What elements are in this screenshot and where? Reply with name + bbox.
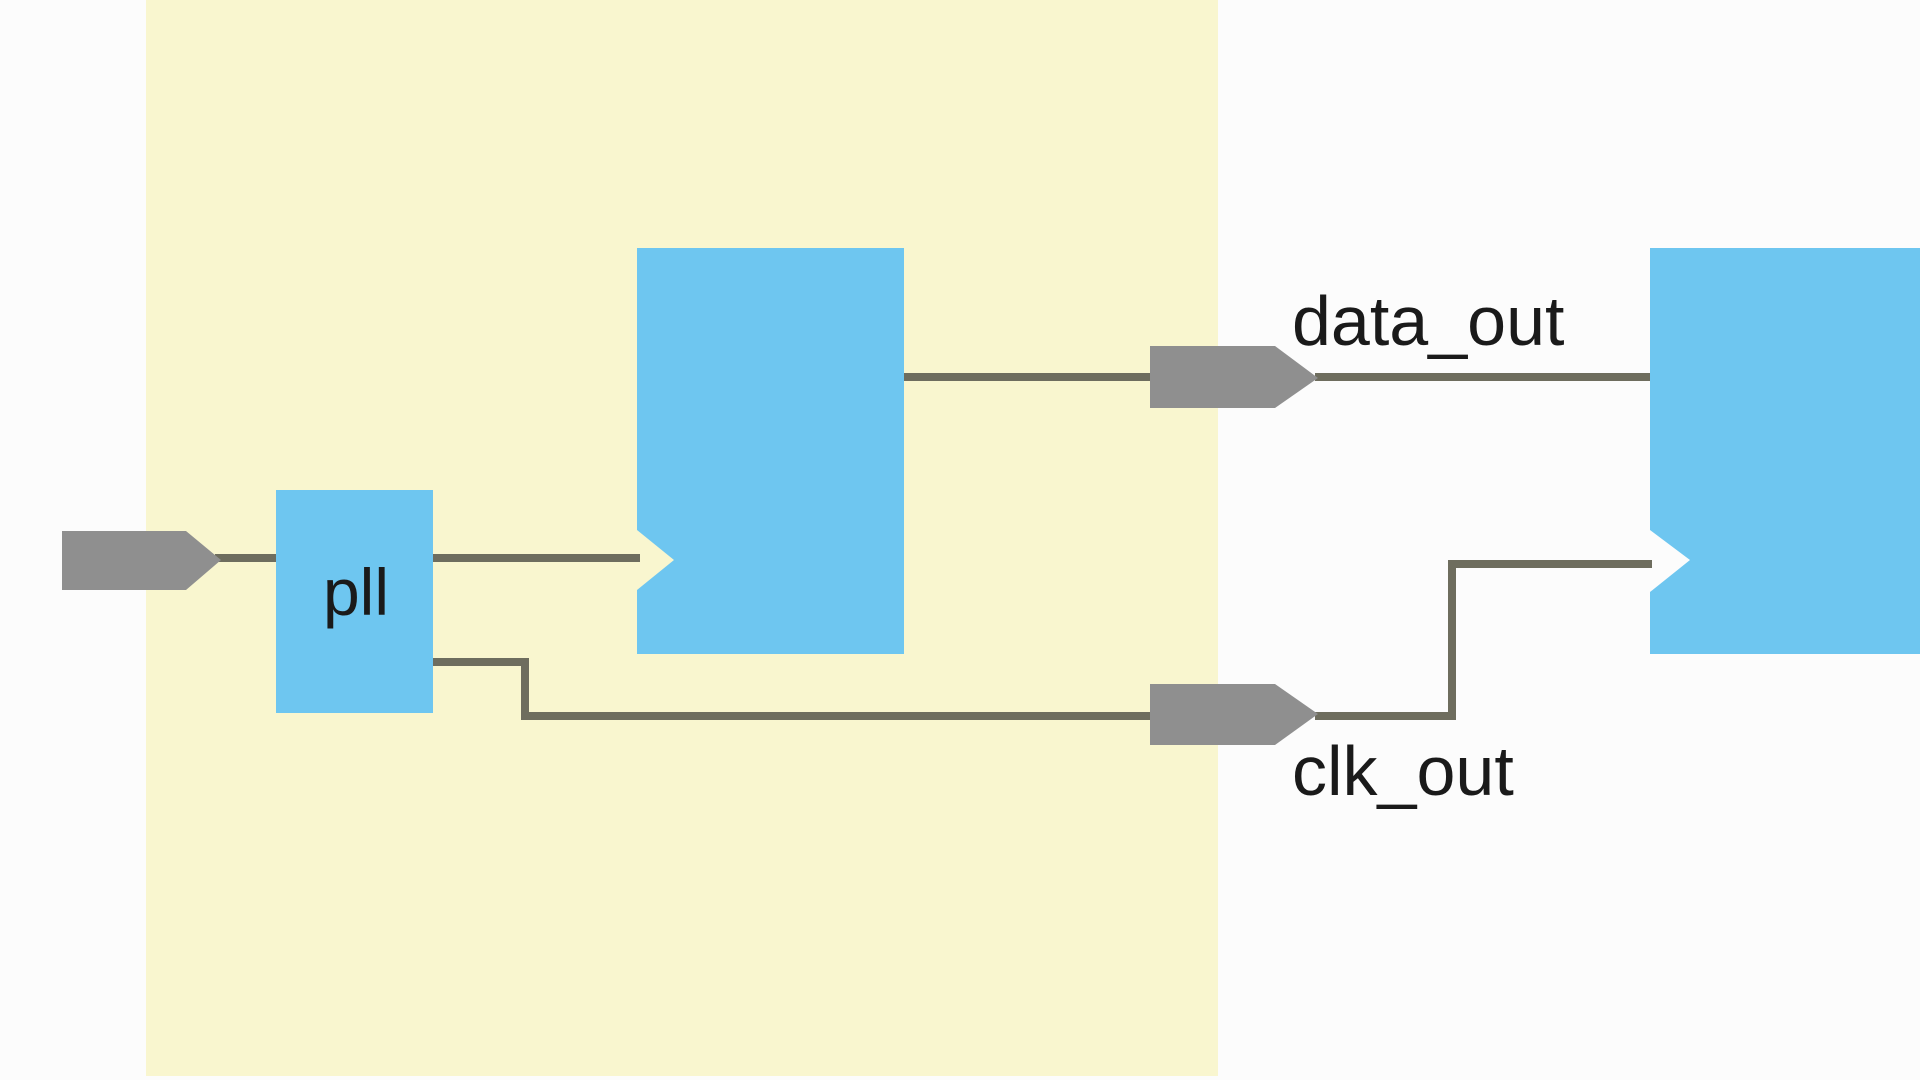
external-register-cell[interactable]: [1650, 248, 1920, 654]
clk-out-label: clk_out: [1292, 732, 1514, 810]
input-port[interactable]: [62, 531, 221, 590]
data-out-label: data_out: [1292, 282, 1564, 360]
register-cell[interactable]: [637, 248, 904, 654]
wire-pll-to-clk-out: [433, 658, 1150, 720]
data-out-port[interactable]: [1150, 346, 1318, 408]
pll-cell[interactable]: [276, 490, 433, 713]
wire-clk-out-to-external-clock: [1315, 560, 1652, 720]
pll-cell-label: pll: [323, 555, 389, 629]
clk-out-port[interactable]: [1150, 684, 1318, 745]
